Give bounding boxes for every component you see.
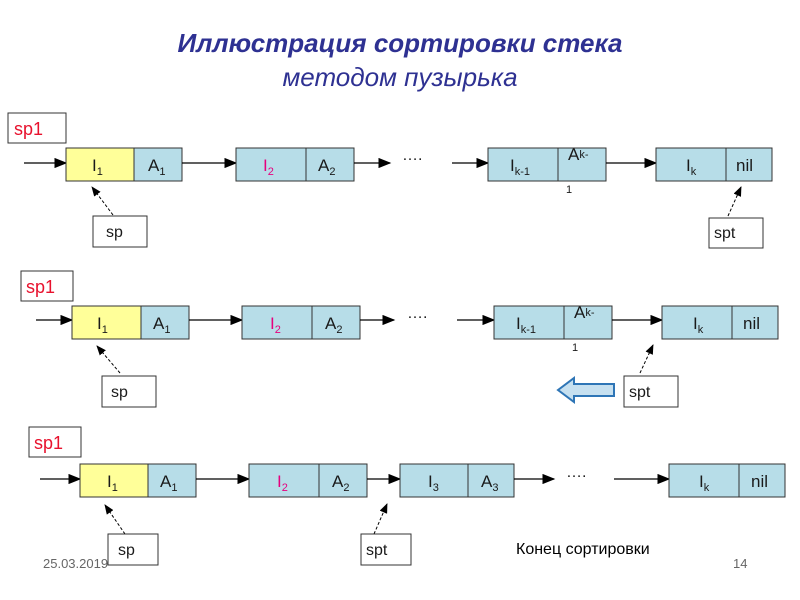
sp-box xyxy=(92,215,148,248)
node-2-ptr xyxy=(318,463,368,498)
node-2-info-label: I2 xyxy=(263,156,274,178)
node-k1-ptr xyxy=(563,305,613,340)
node-k-info-label: Ik xyxy=(699,472,710,494)
node-1-ptr-label: A1 xyxy=(148,156,165,178)
node-2-ptr xyxy=(311,305,361,340)
node-k1-ptr xyxy=(557,147,607,182)
node-k-ptr xyxy=(731,305,779,340)
node-1-info xyxy=(71,305,142,340)
node-k-ptr-label: nil xyxy=(743,314,760,333)
node-1-info xyxy=(79,463,149,498)
title-line-2: методом пузырька xyxy=(282,62,518,92)
node-1-info xyxy=(65,147,135,182)
sp1-box xyxy=(20,270,74,302)
sp1-label: sp1 xyxy=(14,119,43,139)
sp-box xyxy=(107,533,159,566)
node-2-ptr-label: A2 xyxy=(318,156,335,178)
node-k1-ptr-subscript: 1 xyxy=(572,342,578,354)
row-2: sp1 I1 A1 I2 A2 …. Ik-1 Ak- 1 Ik nil sp … xyxy=(20,270,779,408)
sp1-box xyxy=(28,426,82,458)
spt-pointer-arrow xyxy=(727,186,742,217)
node-k-info xyxy=(668,463,740,498)
sp1-label: sp1 xyxy=(34,433,63,453)
page-number: 14 xyxy=(733,556,748,571)
node-k1-ptr-label: Ak- xyxy=(568,145,589,164)
row-1: sp1 I1 A1 I2 A2 …. Ik-1 Ak- 1 Ik nil sp … xyxy=(7,112,773,249)
node-k-info-label: Ik xyxy=(693,314,704,336)
spt-pointer-arrow xyxy=(639,344,654,374)
ellipsis: …. xyxy=(402,147,422,164)
node-1-ptr xyxy=(140,305,190,340)
node-2-ptr-label: A2 xyxy=(325,314,342,336)
spt-label: spt xyxy=(366,542,388,559)
node-k1-info-label: Ik-1 xyxy=(516,314,536,336)
row-3: sp1 I1 A1 I2 A2 I3 A3 …. Ik nil sp spt xyxy=(28,426,786,566)
node-k1-info-label: Ik-1 xyxy=(510,156,530,178)
node-3-info-label: I3 xyxy=(428,472,439,494)
sp-pointer-arrow xyxy=(104,504,126,535)
node-k1-info xyxy=(487,147,559,182)
node-k-info xyxy=(661,305,733,340)
node-1-ptr xyxy=(147,463,197,498)
sp1-box xyxy=(7,112,67,144)
node-2-info xyxy=(235,147,307,182)
node-1-info-label: I1 xyxy=(97,314,108,336)
sp-pointer-arrow xyxy=(96,345,121,374)
sp-label: sp xyxy=(118,542,135,559)
node-2-info xyxy=(241,305,313,340)
sp1-label: sp1 xyxy=(26,277,55,297)
node-k-ptr-label: nil xyxy=(736,156,753,175)
node-k-ptr xyxy=(725,147,773,182)
spt-label: spt xyxy=(629,384,651,401)
node-k-info xyxy=(655,147,727,182)
node-1-ptr xyxy=(133,147,183,182)
node-2-ptr xyxy=(305,147,355,182)
node-k1-ptr-subscript: 1 xyxy=(566,184,572,196)
node-k-info-label: Ik xyxy=(686,156,697,178)
node-1-info-label: I1 xyxy=(92,156,103,178)
ellipsis: …. xyxy=(407,305,427,322)
sp-label: sp xyxy=(106,224,123,241)
ellipsis: …. xyxy=(566,464,586,481)
move-left-arrow-icon xyxy=(556,376,615,404)
node-1-ptr-label: A1 xyxy=(153,314,170,336)
spt-pointer-arrow xyxy=(373,503,388,535)
node-2-info-label: I2 xyxy=(277,472,288,494)
node-k-ptr xyxy=(738,463,786,498)
node-1-info-label: I1 xyxy=(107,472,118,494)
node-3-ptr xyxy=(467,463,515,498)
sp-box xyxy=(101,375,157,408)
node-3-info xyxy=(399,463,469,498)
spt-box xyxy=(360,533,412,566)
node-k-ptr-label: nil xyxy=(751,472,768,491)
node-k1-ptr-label: Ak- xyxy=(574,303,595,322)
footer-date: 25.03.2019 xyxy=(43,556,109,571)
node-3-ptr-label: A3 xyxy=(481,472,498,494)
node-1-ptr-label: A1 xyxy=(160,472,177,494)
spt-box xyxy=(708,217,764,249)
end-of-sort-caption: Конец сортировки xyxy=(516,541,650,558)
sp-pointer-arrow xyxy=(91,186,114,216)
node-2-ptr-label: A2 xyxy=(332,472,349,494)
spt-box xyxy=(623,375,679,408)
spt-label: spt xyxy=(714,225,736,242)
node-2-info-label: I2 xyxy=(270,314,281,336)
title-line-1: Иллюстрация сортировки стека xyxy=(177,28,623,58)
sp-label: sp xyxy=(111,384,128,401)
